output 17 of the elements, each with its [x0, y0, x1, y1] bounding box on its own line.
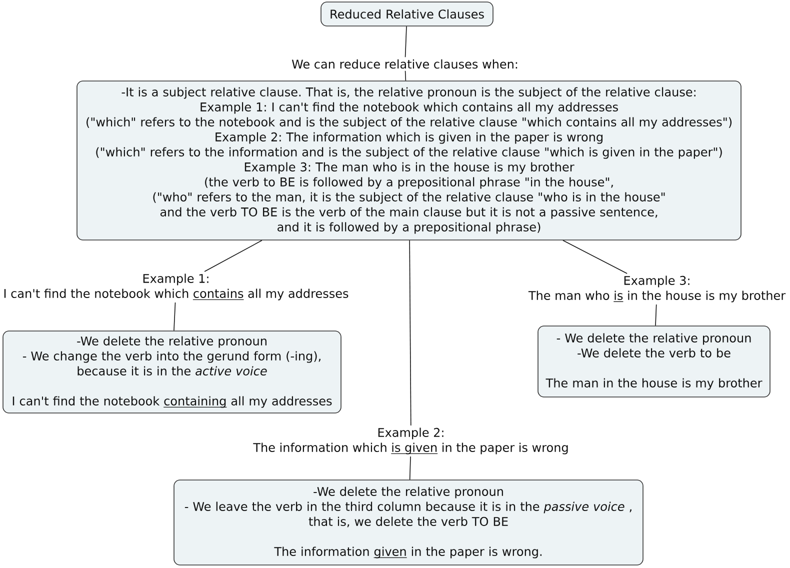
connector-line — [204, 240, 262, 272]
concept-box: - We delete the relative pronoun -We delete the verb to be The man in the house is my brother — [538, 326, 770, 398]
connector-line — [409, 240, 412, 426]
connector-line — [562, 240, 628, 274]
connector-line — [404, 26, 407, 58]
text-label: We can reduce relative clauses when: — [292, 59, 518, 69]
text-label: Example 1: I can't find the notebook which contains all my addresses — [4, 274, 348, 300]
text-label: Example 3: The man who is in the house is my brother — [528, 276, 786, 302]
text-label: Example 2: The information which is given in the paper is wrong — [253, 428, 568, 454]
connector-line — [174, 302, 176, 331]
concept-box: -We delete the relative pronoun - We leave the verb in the third column because it is in the passive voice , that is, we delete the verb TO BE The information given in the paper is wrong. — [174, 480, 644, 566]
connector-line — [655, 304, 657, 326]
concept-box: -It is a subject relative clause. That is, the relative pronoun is the subject of the relative clause: Example 1: I can't find the notebook which contains all my addresses ("which" refers to the notebook and is the subject of the relative clause "which contains all my addresses") Example 2: The information which is given in the paper is wrong ("which" refers to the information and is the subject of the relative clause "which is given in the paper") Example 3: The man who is in the house is my brother (the verb to BE is followed by a prepositional phrase "in the house", ("who" refers to the man, it is the subject of the relative clause "who is in the house" and the verb TO BE is the verb of the main clause but it is not a passive sentence, and it is followed by a prepositional phrase) — [76, 80, 742, 240]
title-box: Reduced Relative Clauses — [320, 2, 494, 26]
connector-line — [409, 456, 411, 480]
concept-box: -We delete the relative pronoun - We change the verb into the gerund form (-ing), because it is in the active voice I can't find the notebook containing all my addresses — [2, 330, 342, 414]
connector-line — [404, 70, 406, 81]
